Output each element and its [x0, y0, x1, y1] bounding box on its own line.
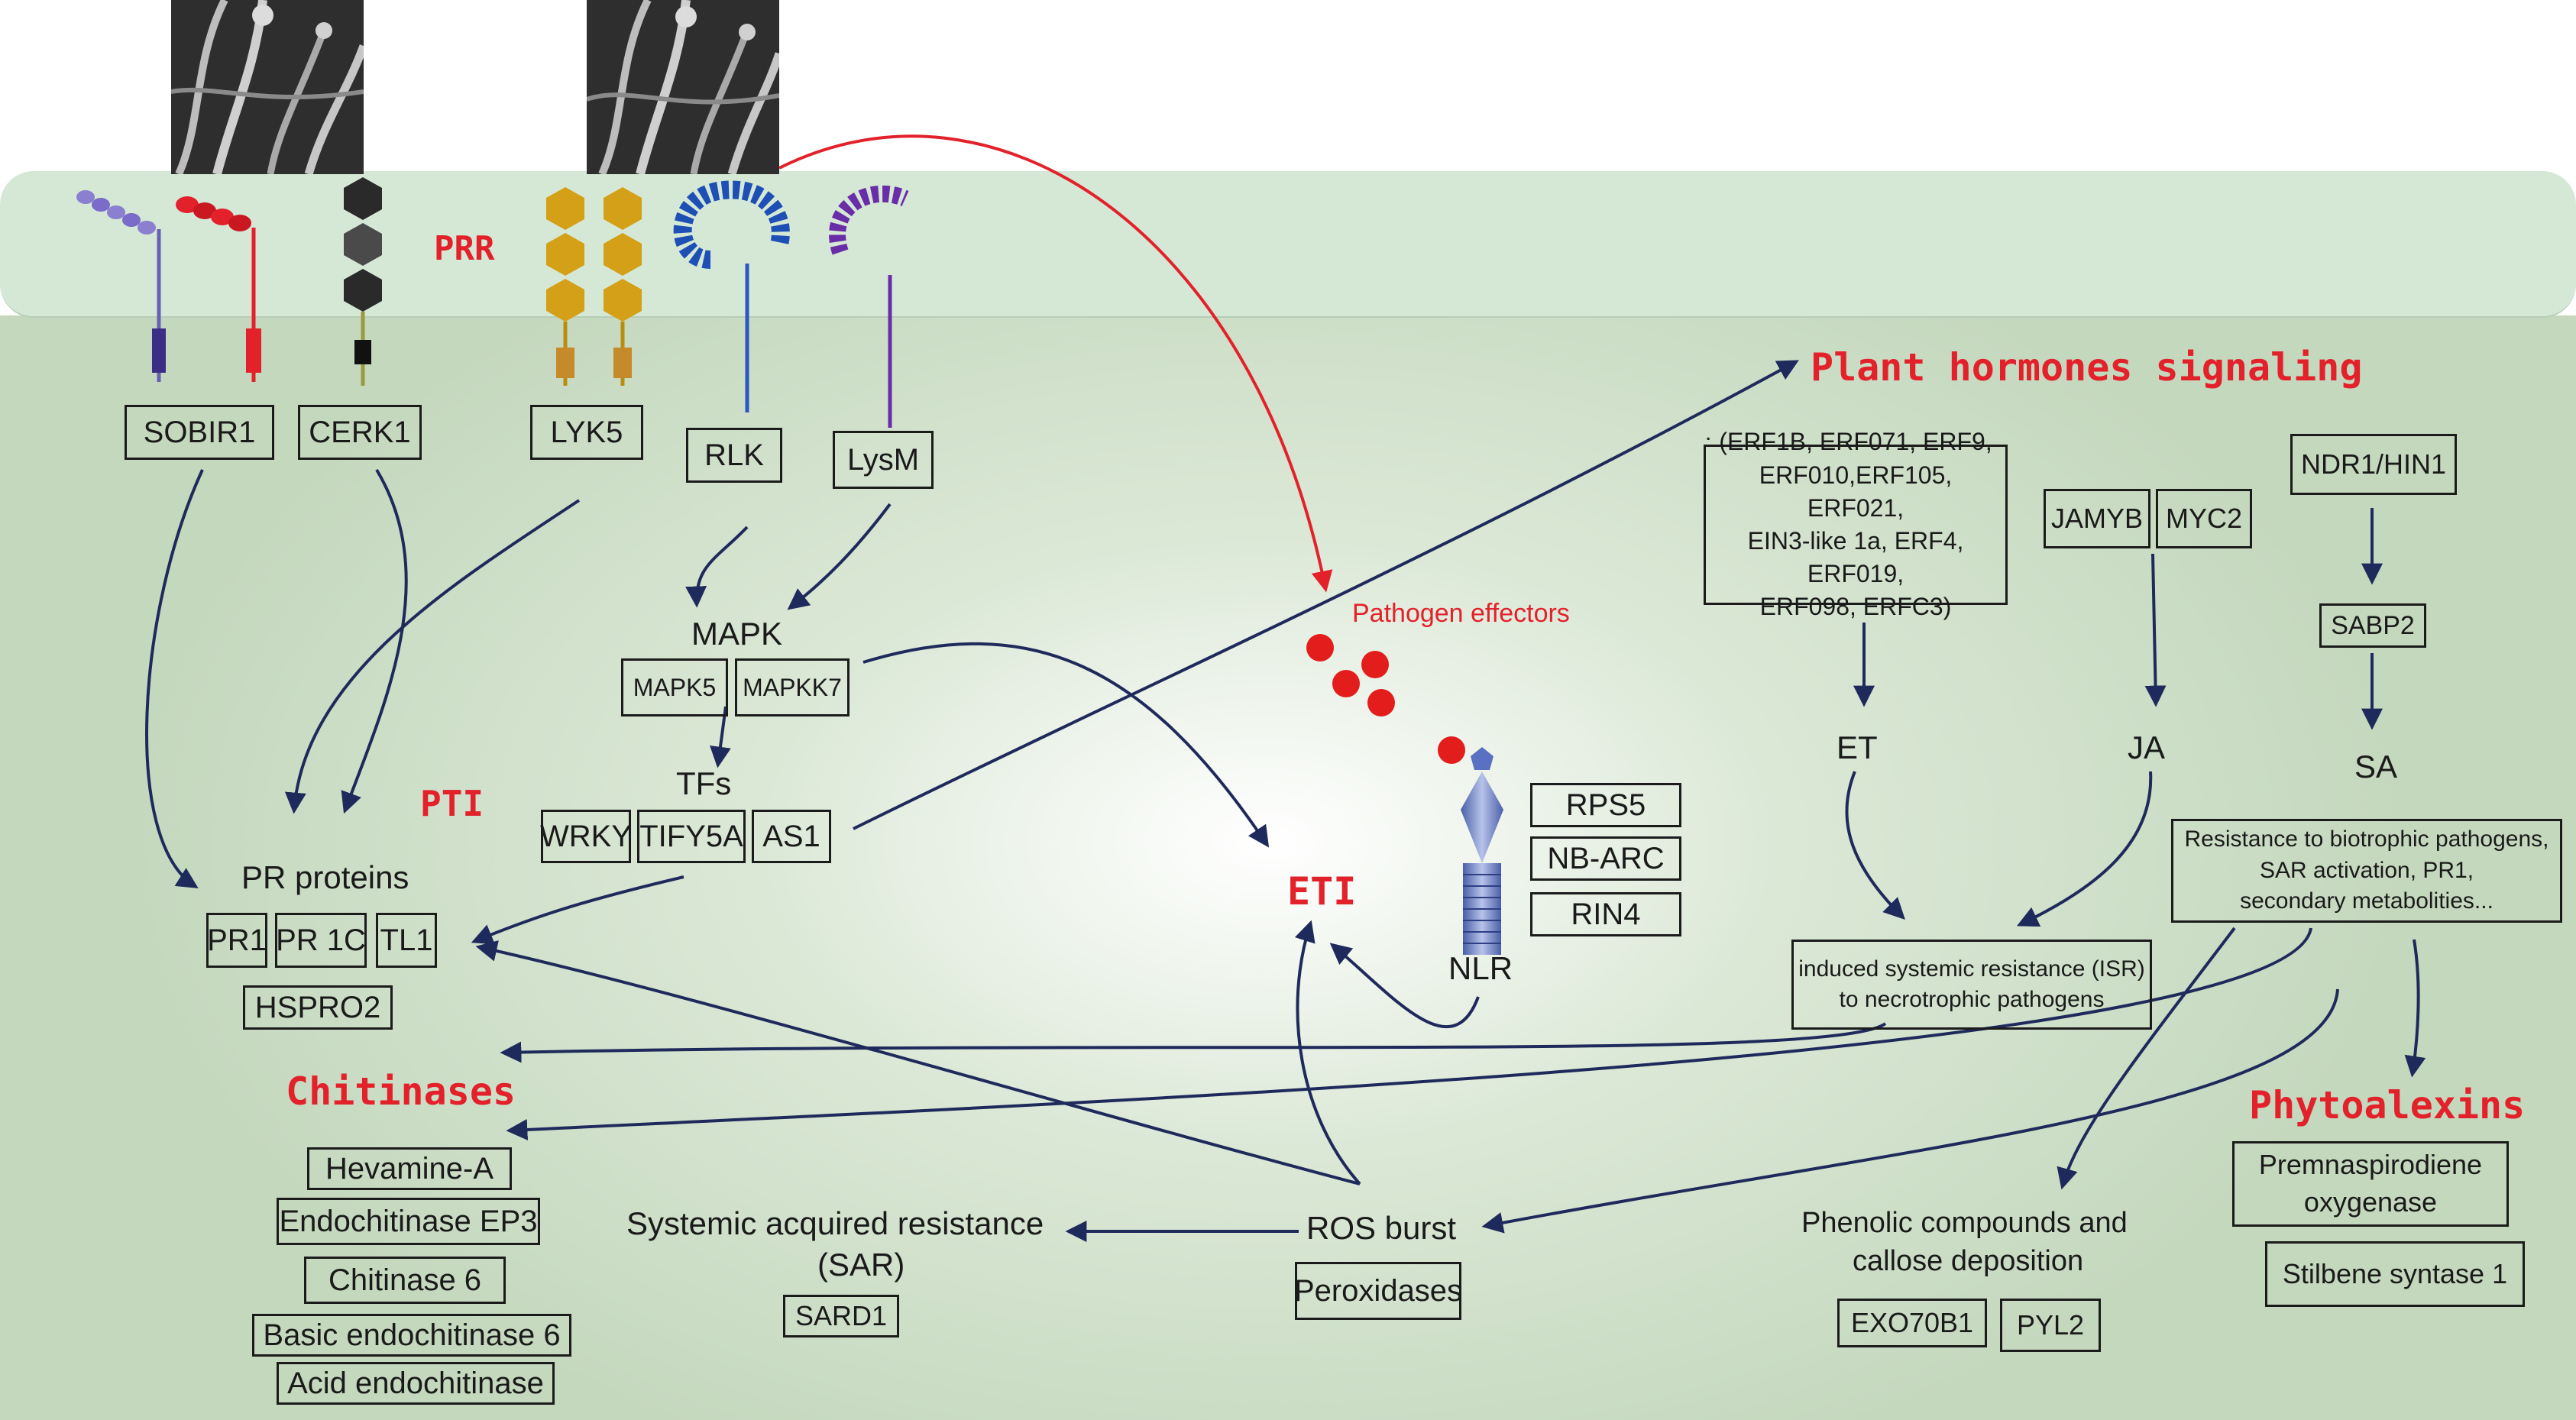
endochitinase-ep3-box: Endochitinase EP3	[277, 1198, 540, 1245]
pr-proteins-title: PR proteins	[241, 859, 409, 895]
exo70b1-box: EXO70B1	[1837, 1299, 1987, 1347]
lysm-box: LysM	[833, 431, 934, 489]
mapk-title: MAPK	[691, 616, 783, 652]
rlk-box: RLK	[686, 428, 782, 483]
wrky-box: WRKY	[540, 810, 632, 863]
acid-endochitinase-box: Acid endochitinase	[277, 1362, 555, 1405]
phenolic-line2: callose deposition	[1853, 1245, 2084, 1277]
sabp2-box: SABP2	[2319, 603, 2426, 648]
rin4-box: RIN4	[1530, 892, 1681, 936]
sa-effects-line-1: Resistance to biotrophic pathogens,	[2184, 826, 2549, 852]
nlr-label: NLR	[1448, 950, 1513, 986]
pr1-box: PR1	[206, 913, 267, 968]
pathogen-micrograph-left	[171, 0, 364, 174]
sobir1-box: SOBIR1	[125, 405, 274, 460]
premnaspirodiene-box: Premnaspirodiene oxygenase	[2232, 1141, 2509, 1227]
tfs-title: TFs	[676, 765, 732, 801]
sa-effects-box: Resistance to biotrophic pathogens, SAR …	[2171, 819, 2562, 923]
phenolic-line1: Phenolic compounds and	[1801, 1207, 2128, 1239]
pti-label: PTI	[420, 783, 484, 824]
basic-endochitinase-6-box: Basic endochitinase 6	[252, 1314, 571, 1357]
tl1-box: TL1	[376, 913, 437, 968]
sar-line1: Systemic acquired resistance	[626, 1205, 1044, 1241]
chitinases-title: Chitinases	[286, 1069, 516, 1114]
stilbene-syntase-box: Stilbene syntase 1	[2265, 1241, 2525, 1307]
pathogen-effectors-label: Pathogen effectors	[1352, 599, 1570, 628]
jamyb-box: JAMYB	[2044, 489, 2150, 548]
et-label: ET	[1837, 729, 1878, 765]
sard1-box: SARD1	[783, 1295, 899, 1338]
isr-box: induced systemic resistance (ISR) to nec…	[1791, 940, 2152, 1030]
erf-line-3: EIN3-like 1a, ERF4, ERF019,	[1747, 527, 1964, 588]
eti-label: ETI	[1287, 869, 1357, 914]
nb-arc-box: NB-ARC	[1530, 836, 1681, 881]
erf-dot: .	[1705, 420, 1712, 445]
chitinase-6-box: Chitinase 6	[304, 1257, 506, 1304]
pathogen-micrograph-right	[587, 0, 779, 174]
peroxidases-box: Peroxidases	[1294, 1262, 1462, 1320]
sar-line2: (SAR)	[817, 1247, 905, 1283]
rps5-box: RPS5	[1530, 783, 1681, 827]
erf-genes-box: (ERF1B, ERF071, ERF9, ERF010,ERF105, ERF…	[1704, 428, 2008, 620]
tify5a-box: TIFY5A	[637, 810, 746, 863]
as1-box: AS1	[752, 810, 831, 863]
isr-line-1: induced systemic resistance (ISR)	[1798, 956, 2145, 982]
prr-label: PRR	[434, 229, 495, 268]
lyk5-box: LYK5	[530, 405, 643, 460]
plasma-membrane	[0, 171, 2576, 318]
ndr1-hin1-box: NDR1/HIN1	[2290, 434, 2457, 495]
ja-label: JA	[2128, 729, 2166, 765]
cerk1-box: CERK1	[298, 405, 422, 460]
hevamine-a-box: Hevamine-A	[307, 1147, 512, 1190]
mapkk7-box: MAPKK7	[735, 658, 849, 716]
sa-effects-line-2: SAR activation, PR1,	[2259, 857, 2474, 883]
sa-effects-line-3: secondary metabolities...	[2240, 888, 2493, 914]
plant-hormones-title: Plant hormones signaling	[1811, 345, 2363, 390]
ros-burst-label: ROS burst	[1306, 1210, 1457, 1246]
pyl2-box: PYL2	[2000, 1299, 2101, 1352]
sa-label: SA	[2354, 749, 2398, 784]
myc2-box: MYC2	[2156, 489, 2252, 548]
isr-line-2: to necrotrophic pathogens	[1839, 987, 2105, 1012]
phytoalexins-title: Phytoalexins	[2249, 1083, 2526, 1127]
hspro2-box: HSPRO2	[243, 985, 393, 1030]
mapk5-box: MAPK5	[621, 658, 728, 716]
erf-line-2: ERF010,ERF105, ERF021,	[1759, 461, 1953, 522]
erf-line-4: ERF098, ERFC3)	[1759, 593, 1952, 621]
erf-line-1: (ERF1B, ERF071, ERF9,	[1719, 428, 1992, 456]
pr1c-box: PR 1C	[275, 913, 367, 968]
